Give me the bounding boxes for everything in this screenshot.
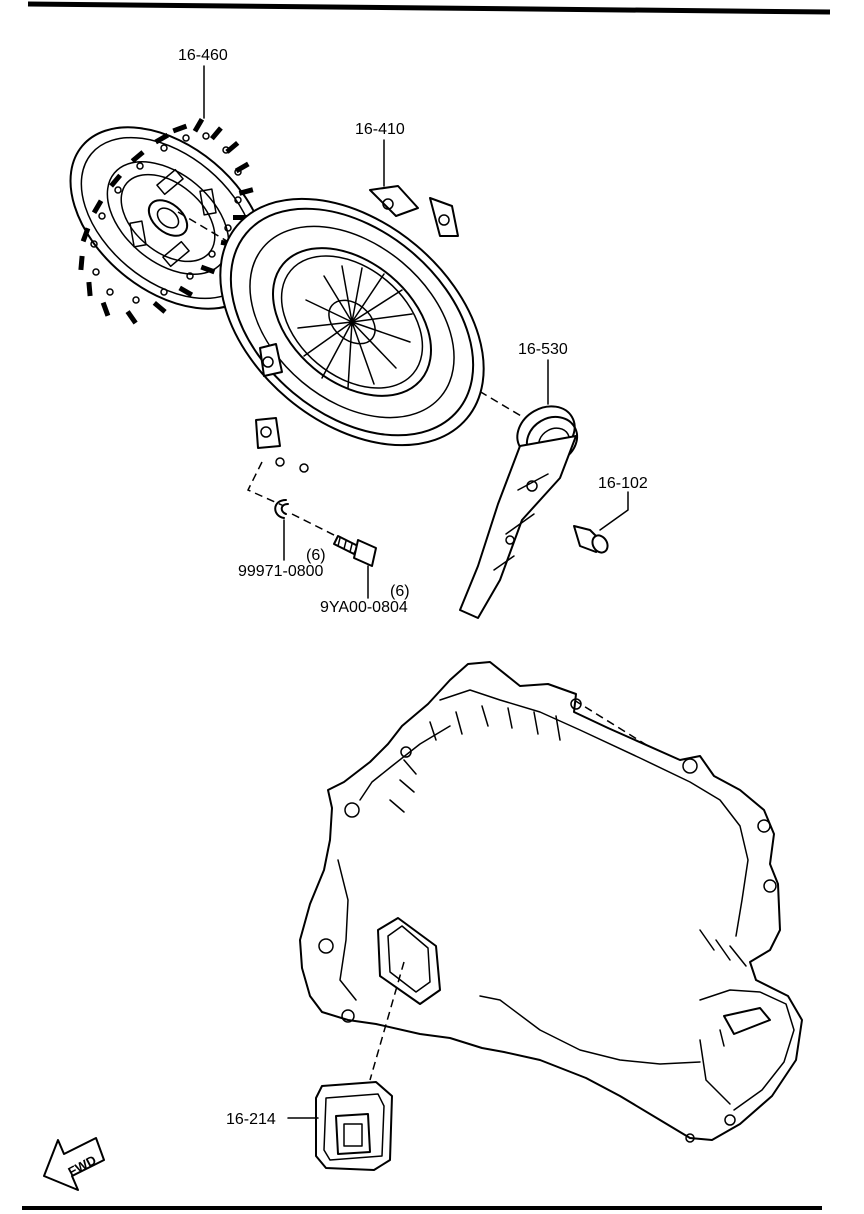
spring-washer [274, 499, 289, 519]
label-cover-bolt: 9YA00-0804 [320, 599, 408, 616]
leader-16-102 [599, 491, 629, 531]
clutch-disc [69, 117, 267, 325]
label-spring-washer: 99971-0800 [238, 563, 324, 580]
release-fork-bolt [573, 525, 609, 554]
clutch-boot [315, 1081, 393, 1171]
label-spring-washer-qty: (6) [306, 547, 326, 564]
damper-springs [129, 168, 217, 268]
label-clutch-cover: 16-410 [355, 121, 405, 138]
clutch-housing [299, 661, 803, 1143]
label-cover-bolt-qty: (6) [390, 583, 410, 600]
washer-guide-line [246, 461, 285, 507]
top-border [27, 1, 831, 15]
cover-bolt-holes [260, 198, 450, 473]
label-release-collar: 16-530 [518, 341, 568, 358]
label-boot: 16-214 [226, 1111, 276, 1128]
housing-guide-line [573, 699, 691, 773]
cover-flange-tabs [255, 185, 459, 449]
cover-bolt [333, 535, 377, 567]
fwd-arrow-icon: FWD [43, 1137, 105, 1191]
clutch-cover [219, 185, 485, 473]
bolt-guide-line [291, 513, 341, 539]
disc-rivets [90, 132, 242, 304]
label-clutch-disc: 16-460 [178, 47, 228, 64]
release-fork [459, 435, 577, 619]
label-release-fork-bolt: 16-102 [598, 475, 648, 492]
boot-guide-line [369, 961, 405, 1081]
diaphragm-fingers [297, 265, 413, 389]
